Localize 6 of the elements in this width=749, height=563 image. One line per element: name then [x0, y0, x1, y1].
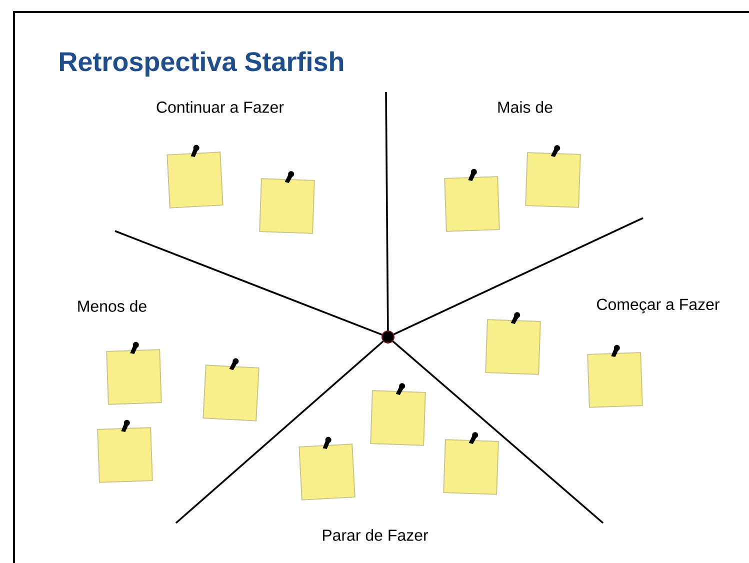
title: Retrospectiva Starfish — [60, 51, 344, 77]
section-label: Começar a Fazer — [595, 298, 721, 314]
section-label: Parar de Fazer — [320, 528, 430, 542]
section-label: Menos de — [76, 299, 148, 313]
section-label: Mais de — [496, 100, 554, 114]
section-label: Continuar a Fazer — [154, 100, 286, 114]
